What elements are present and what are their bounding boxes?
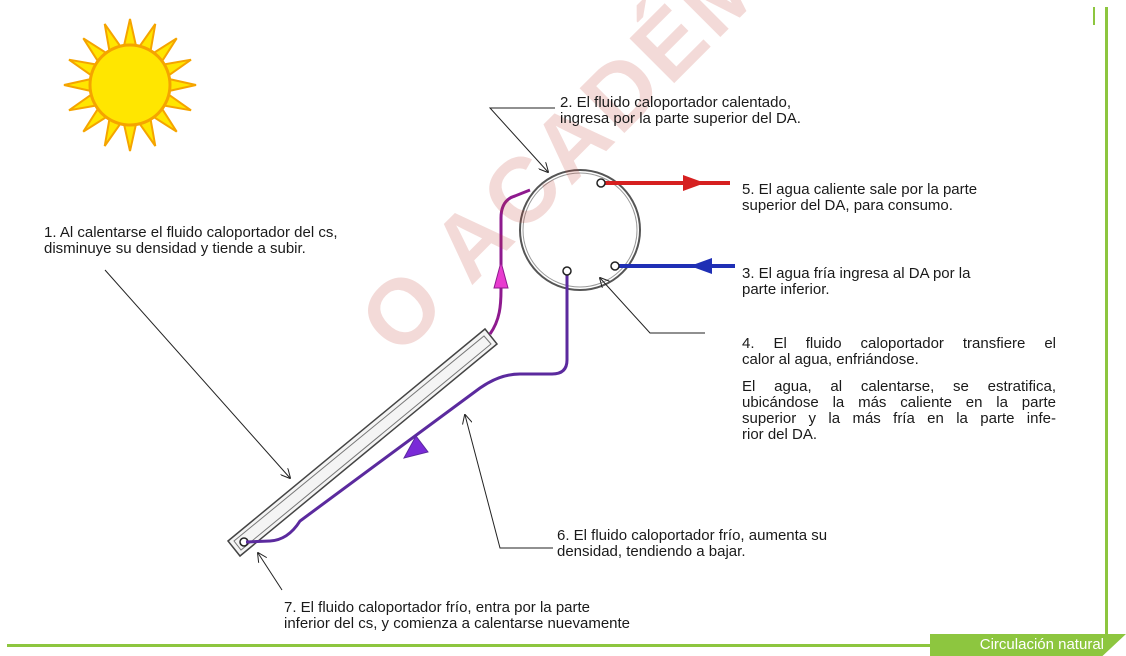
label-stratification: El agua, al calentarse, se estratifica,u… <box>742 378 1056 443</box>
storage-tank <box>519 169 641 291</box>
sun-icon <box>63 18 197 152</box>
label-step-1: 1. Al calentarse el fluido caloportador … <box>44 224 338 257</box>
hot-fluid-pipe <box>488 188 531 335</box>
leader-lines <box>104 107 705 591</box>
sun-ray <box>63 77 92 93</box>
cold-fluid-pipe <box>245 266 572 544</box>
cold-water-inlet <box>610 258 735 274</box>
solar-collector <box>226 327 499 558</box>
hot-water-outlet <box>596 175 730 191</box>
diagram-frame <box>7 7 1108 647</box>
sun-ray <box>122 18 138 47</box>
sun-ray <box>168 77 197 93</box>
sun-ray <box>122 123 138 152</box>
label-step-7: 7. El fluido caloportador frío, entra po… <box>284 599 631 632</box>
label-step-6: 6. El fluido caloportador frío, aumenta … <box>557 527 828 560</box>
figure-caption: Circulación natural <box>930 634 1126 656</box>
label-step-2: 2. El fluido caloportador calentado,ingr… <box>560 94 801 127</box>
frame-corner <box>1093 7 1095 25</box>
